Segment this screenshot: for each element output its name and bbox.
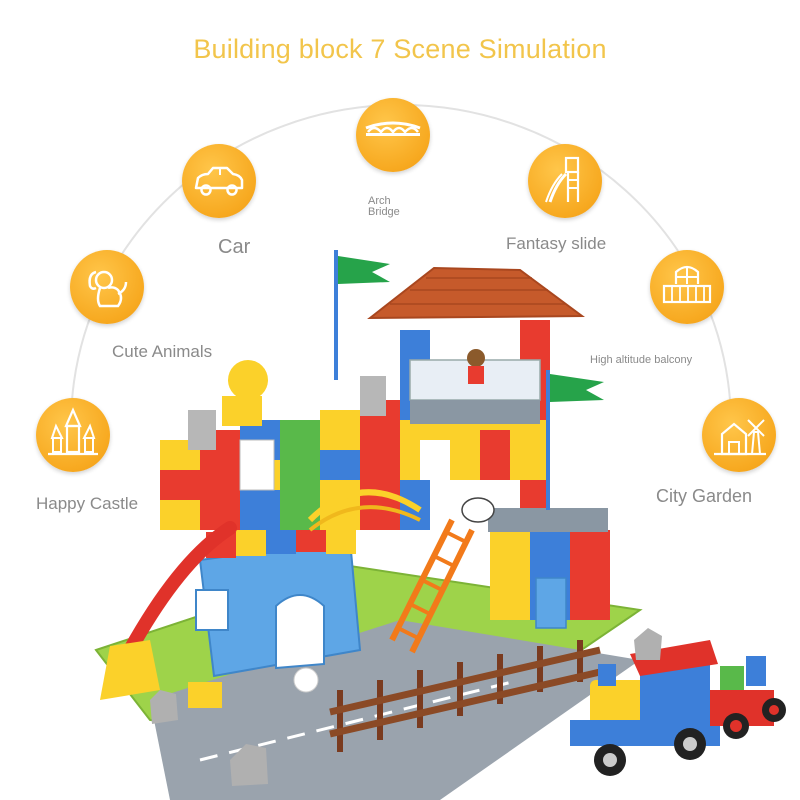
balcony-icon xyxy=(650,250,724,324)
scene-label-animals: Cute Animals xyxy=(112,342,213,361)
windmill-house-icon xyxy=(702,398,776,472)
scene-label-garden: City Garden xyxy=(656,486,753,506)
arch-bridge-icon xyxy=(356,98,430,172)
scene-label-slide: Fantasy slide xyxy=(506,234,607,253)
car-icon xyxy=(182,144,256,218)
scene-label-arch: Arch xyxy=(368,195,391,207)
slide-icon xyxy=(528,144,602,218)
scene-label-car: Car xyxy=(218,236,251,258)
page-title: Building block 7 Scene Simulation xyxy=(193,34,607,64)
scene-label-castle: Happy Castle xyxy=(36,494,139,513)
castle-icon xyxy=(36,398,110,472)
dog-icon xyxy=(70,250,144,324)
scene-label-balcony: High altitude balcony xyxy=(590,354,693,366)
scene-label-bridge: Bridge xyxy=(368,206,400,218)
